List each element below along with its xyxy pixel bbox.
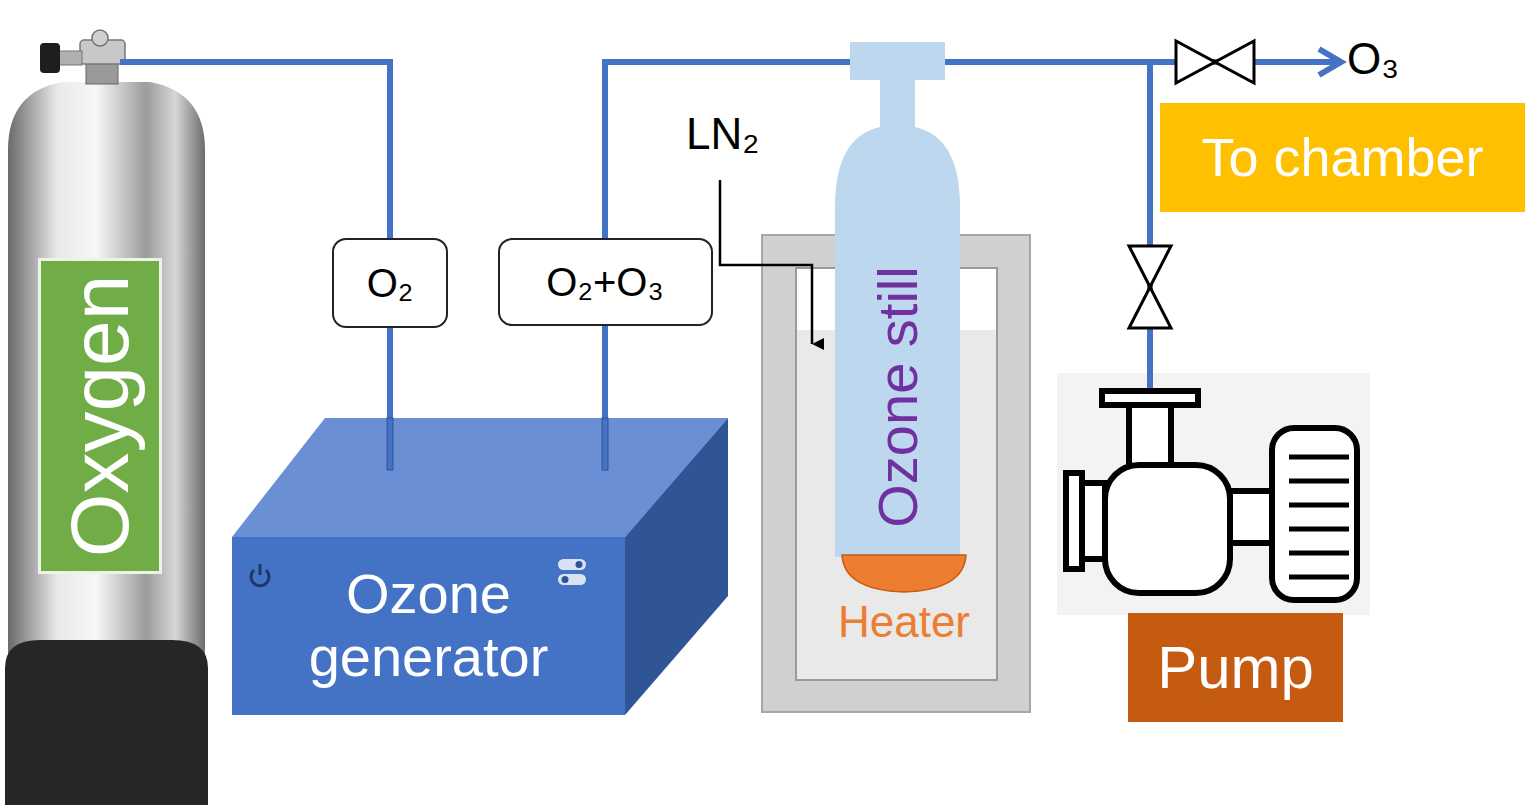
icon-ground	[1057, 373, 1370, 615]
pump-coupling	[1230, 491, 1272, 543]
vessel-face: Ozone still	[835, 232, 960, 562]
shape	[826, 553, 982, 593]
node-text: O₂+O₃	[546, 260, 663, 304]
valve-symbol	[1129, 246, 1171, 328]
node-text: Heater	[838, 598, 970, 646]
cylinder-base	[5, 640, 208, 805]
power-icon	[259, 564, 262, 575]
valve-knob	[92, 30, 108, 46]
pump-outlet	[1082, 483, 1105, 559]
pump-panel: Pump	[1128, 613, 1343, 722]
pump-motor	[1272, 428, 1357, 600]
gas-pipe	[120, 62, 390, 238]
gas-pipe	[960, 62, 1150, 373]
node-text: Ozone still	[870, 266, 926, 527]
pump-inlet	[1129, 405, 1171, 467]
heater: Heater	[826, 553, 982, 650]
chamber-panel: To chamber	[1160, 103, 1525, 212]
chamber-box: O₃ To chamber	[1160, 35, 1525, 212]
ozone-generator: Ozone generator	[232, 418, 728, 715]
node-text: Ozone generator	[279, 563, 579, 688]
motor-fin	[1289, 503, 1349, 508]
heater-caption: Heater	[826, 595, 982, 650]
vessel	[835, 80, 960, 557]
cylinder-label: Oxygen	[38, 258, 162, 574]
gas-tag: O₂	[332, 238, 448, 328]
motor-fin	[1289, 455, 1349, 460]
outlet-label: O₃	[1347, 35, 1399, 83]
pump-outlet-flange	[1066, 473, 1082, 569]
coolant-label: LN₂	[686, 110, 759, 158]
node-text: To chamber	[1201, 128, 1483, 187]
vessel-cap	[850, 42, 945, 80]
node-text: Pump	[1157, 635, 1314, 701]
valve-symbol	[1176, 41, 1254, 83]
pipe-stub	[602, 418, 608, 470]
motor-fin	[1289, 479, 1349, 484]
valve-handwheel	[40, 43, 60, 73]
motor-fin	[1289, 551, 1349, 556]
pipe-stub	[387, 418, 393, 470]
box-front	[232, 537, 625, 715]
pump: Pump	[1057, 373, 1370, 722]
box-face: Ozone generator	[232, 537, 625, 715]
pipe-stub	[944, 59, 960, 65]
leader-line	[720, 180, 812, 344]
shape	[1057, 373, 1370, 615]
switch-icon	[558, 574, 586, 585]
pipe-stub	[835, 59, 851, 65]
dewar-outer	[762, 235, 1030, 712]
box-side	[625, 418, 728, 715]
heater-element	[842, 555, 966, 592]
node-text: Oxygen	[59, 275, 141, 558]
valve-stem	[58, 51, 82, 65]
ozone-still: Ozone still	[835, 42, 960, 557]
oxygen-label: Oxygen	[8, 62, 205, 802]
switch-icon	[558, 559, 586, 570]
switch-icon	[576, 561, 583, 568]
gas-tag: O₂+O₃	[498, 238, 713, 326]
node-text: O₂	[367, 261, 414, 305]
gas-pipe	[387, 328, 393, 418]
motor-fin	[1289, 527, 1349, 532]
gas-pipe	[602, 326, 608, 418]
node-text: O₃	[1347, 35, 1399, 83]
motor-fin	[1289, 575, 1349, 580]
switch-icon	[562, 576, 569, 583]
pump-casing	[1105, 465, 1230, 593]
